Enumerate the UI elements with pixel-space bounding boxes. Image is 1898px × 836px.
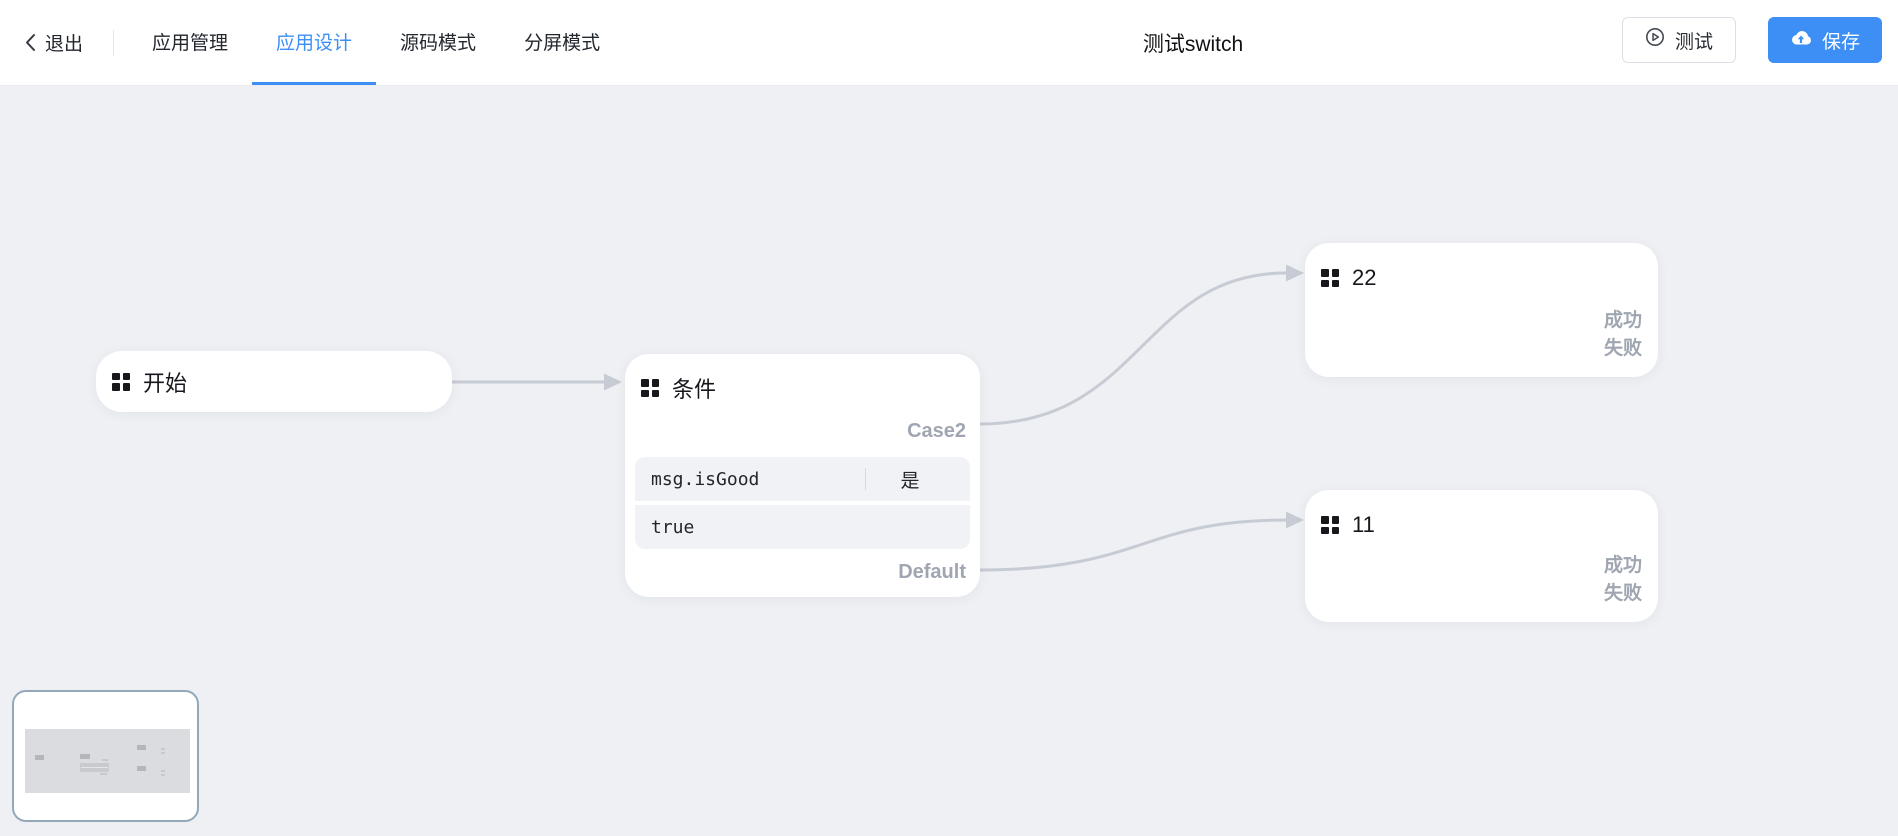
grid-icon (1321, 516, 1339, 534)
node-22[interactable]: 22 成功 失败 (1305, 243, 1658, 377)
node-condition-header: 条件 (625, 372, 980, 404)
play-circle-icon (1645, 27, 1665, 53)
node-11-ports: 成功 失败 (1321, 552, 1642, 608)
minimap-node-22 (137, 745, 146, 750)
test-button-label: 测试 (1674, 31, 1713, 53)
minimap-case2-label (102, 759, 108, 761)
rule-value: true (651, 516, 695, 538)
mode-tabs: 应用管理 应用设计 源码模式 分屏模式 (128, 0, 624, 85)
tab-app-design[interactable]: 应用设计 (252, 0, 377, 85)
edges-layer (452, 264, 1304, 572)
grid-icon (1321, 269, 1339, 287)
grid-icon (112, 372, 130, 391)
minimap-node-22-port (161, 752, 165, 754)
edge-case2-to-22[interactable] (979, 264, 1304, 426)
cloud-upload-icon (1790, 29, 1812, 52)
node-start-label: 开始 (143, 370, 188, 396)
port-success[interactable]: 成功 (1603, 555, 1642, 576)
condition-value-row: true (635, 505, 970, 549)
condition-rule-row: msg.isGood 是 (635, 457, 970, 501)
tab-source-mode[interactable]: 源码模式 (400, 32, 477, 54)
edge-default-to-11[interactable] (979, 511, 1304, 572)
node-22-header: 22 (1321, 265, 1642, 291)
node-11[interactable]: 11 成功 失败 (1305, 490, 1658, 622)
node-22-label: 22 (1352, 265, 1377, 290)
grid-icon (641, 379, 659, 397)
rule-field: msg.isGood (651, 468, 760, 490)
minimap-node-11-port (161, 770, 165, 772)
exit-button[interactable]: 退出 (24, 0, 83, 85)
node-11-label: 11 (1352, 512, 1375, 537)
node-condition-label: 条件 (672, 377, 717, 402)
chevron-left-icon (24, 33, 36, 52)
page-title: 测试switch (1142, 32, 1244, 56)
node-start-header: 开始 (96, 366, 203, 398)
toolbar-actions: 测试 保存 (1621, 17, 1882, 63)
node-11-header: 11 (1321, 512, 1642, 538)
exit-label: 退出 (45, 34, 84, 55)
condition-rules: msg.isGood 是 true (635, 457, 970, 549)
test-button[interactable]: 测试 (1621, 17, 1736, 63)
minimap-node-condition (80, 754, 90, 759)
flow-canvas[interactable]: 开始 条件 Case2 msg.isGood 是 true Default (0, 86, 1898, 836)
rule-operator: 是 (900, 470, 920, 492)
minimap-node-start (35, 755, 44, 760)
top-toolbar: 退出 应用管理 应用设计 源码模式 分屏模式 测试switch 测试 (0, 0, 1898, 86)
port-default[interactable]: Default (898, 561, 966, 583)
minimap-node-22-port (161, 748, 165, 750)
tab-split-mode[interactable]: 分屏模式 (524, 32, 601, 54)
node-22-ports: 成功 失败 (1321, 307, 1642, 363)
edge-start-to-condition[interactable] (452, 373, 622, 391)
minimap-default-label (100, 773, 107, 775)
rule-divider (865, 468, 866, 490)
minimap-viewport[interactable] (25, 729, 190, 793)
port-success[interactable]: 成功 (1603, 310, 1642, 331)
port-fail[interactable]: 失败 (1603, 583, 1642, 604)
node-condition[interactable]: 条件 Case2 msg.isGood 是 true Default (625, 354, 980, 597)
header-divider (113, 29, 115, 56)
node-start[interactable]: 开始 (96, 351, 452, 412)
minimap-condition-rules (80, 763, 109, 772)
port-fail[interactable]: 失败 (1603, 338, 1642, 359)
minimap-node-11-port (161, 774, 165, 776)
save-button-label: 保存 (1821, 31, 1860, 53)
port-case2[interactable]: Case2 (907, 420, 966, 442)
minimap[interactable] (12, 690, 199, 822)
tab-app-management[interactable]: 应用管理 (152, 32, 229, 54)
minimap-node-11 (137, 766, 146, 771)
save-button[interactable]: 保存 (1767, 17, 1882, 63)
